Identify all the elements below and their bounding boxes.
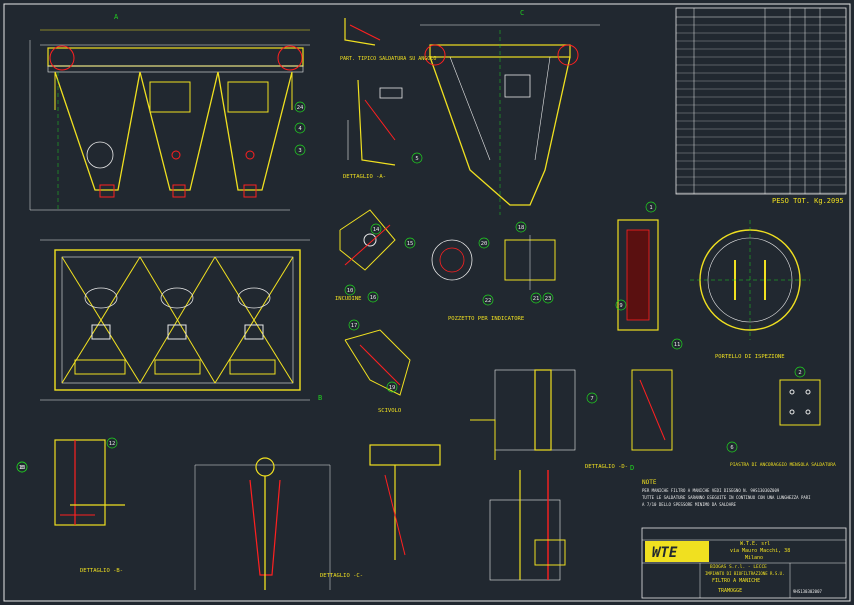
callout-number: 18 [518,225,525,231]
callout-circle [370,223,382,235]
slider-drawing [344,329,411,396]
caption-hatch: PORTELLO DI ISPEZIONE [715,354,785,360]
callout-circle [386,381,398,393]
company-city: Milano [745,555,763,561]
caption-angle-plate: PART. TIPICO SALDATURA SU ANGOLO [340,56,436,62]
sheet-border [3,3,851,602]
callout-number: 10 [347,288,354,294]
callout-circle [294,144,306,156]
callout-circle [482,294,494,306]
wte-logo [645,541,709,562]
caption-hinge: INCUDINE [335,296,362,302]
callout-number: 17 [351,323,358,329]
company-address: via Mauro Macchi, 38 [730,548,790,554]
caption-anchor-plate: PIASTRA DI ANCORAGGIO MENSOLA SALDATURA [730,462,836,468]
caption-detail-b: DETTAGLIO -B- [80,568,123,574]
callout-circle [515,221,527,233]
notes-block: NOTE PER MANICHE FILTRO A MANICHE VEDI D… [642,479,811,507]
callout-number: 11 [674,342,681,348]
callout-circle [348,319,360,331]
callout-circle [294,122,306,134]
detail-d-drawing [470,369,821,460]
callout-number: 13 [19,465,26,471]
parts-list-table [675,7,847,195]
hinge-drawing [339,209,396,271]
callout-number: 5 [415,156,418,162]
section-mark-a: A [114,13,119,21]
detail-c-drawing [369,444,566,581]
notes-line-1: PER MANICHE FILTRO A MANICHE VEDI DISEGN… [642,488,780,493]
scale-label: TRAMOGGE [718,588,742,594]
callout-number: 4 [298,126,302,132]
company-name: W.T.E. srl [740,541,770,547]
inspection-hatch-drawing [617,219,810,340]
project-name: BIOGAS S.r.l. - LECCE [710,564,767,570]
notes-line-2: TUTTE LE SALDATURE SARANNO ESEGUITE IN C… [642,495,811,500]
callout-number: 3 [298,148,301,154]
callout-circle [794,366,806,378]
notes-title: NOTE [642,479,657,486]
drawing-number: 9HS130302007 [793,589,822,594]
detail-a-drawing [344,18,403,166]
callout-circle [404,237,416,249]
callout-number: 7 [590,396,593,402]
caption-detail-d: DETTAGLIO -D- [585,464,628,470]
callout-number: 2 [798,370,801,376]
callout-circle [726,441,738,453]
caption-slider: SCIVOLO [378,408,401,414]
callout-number: 22 [485,298,492,304]
detail-b-drawing [54,439,125,526]
callout-circle [294,101,306,113]
section-mark-b: B [318,394,322,402]
callout-circle [16,461,28,473]
callout-circle [586,392,598,404]
callout-number: 12 [109,441,116,447]
drawing-title: FILTRO A MANICHE [712,578,760,584]
callout-circle [615,299,627,311]
caption-detail-a: DETTAGLIO -A- [343,174,386,180]
nozzle-drawing [431,235,556,290]
callout-circle [478,237,490,249]
callout-circle [645,201,657,213]
callout-number: 1 [649,205,652,211]
plant-name: IMPIANTO DI BIOFILTRAZIONE R.S.U. [705,571,784,576]
callout-number: 8 [20,465,23,471]
side-elevation [420,24,600,215]
caption-detail-c: DETTAGLIO -C- [320,573,363,579]
front-elevation [29,29,310,211]
callout-number: 9 [619,303,622,309]
callout-number: 14 [373,227,380,233]
callout-number: 21 [533,296,540,302]
caption-nozzle: POZZETTO PER INDICATORE [448,316,524,322]
callout-number: 23 [545,296,552,302]
notes-line-3: A 7/10 DELLO SPESSORE MINIMO DA SALDARE [642,502,737,507]
callout-number: 24 [297,105,304,111]
wte-logo-text: WTE [652,545,678,561]
callout-circle [411,152,423,164]
section-mark-c: C [520,9,524,17]
callout-circle [671,338,683,350]
central-section-drawing [194,457,331,590]
callout-circle [367,291,379,303]
section-mark-d: D [630,464,634,472]
callout-number: 6 [730,445,733,451]
title-block: WTE W.T.E. srl via Mauro Macchi, 38 Mila… [641,527,847,599]
callout-number: 19 [389,385,396,391]
callout-circle [106,437,118,449]
callout-number: 15 [407,241,414,247]
callout-number: 20 [481,241,488,247]
callout-circle [530,292,542,304]
callout-number: 16 [370,295,377,301]
callout-circle [344,284,356,296]
callout-circle [542,292,554,304]
plan-view [40,239,310,401]
total-weight-label: PESO TOT. Kg.2095 [772,197,844,205]
